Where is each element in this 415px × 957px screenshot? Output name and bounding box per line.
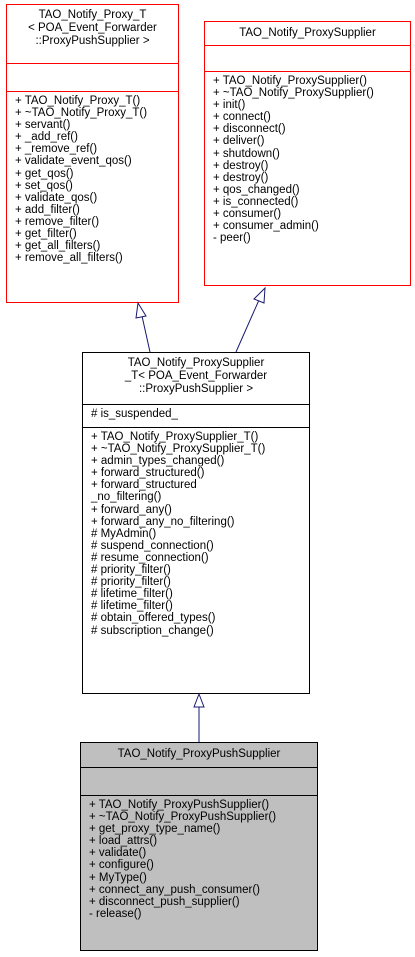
operations-section: + TAO_Notify_Proxy_T() + ~TAO_Notify_Pro…	[7, 91, 178, 302]
inheritance-edge-proxy-supplier	[235, 299, 260, 353]
title-line: TAO_Notify_ProxyPushSupplier	[117, 748, 281, 760]
operation: + load_attrs()	[89, 835, 158, 848]
operation: + admin_types_changed()	[91, 455, 225, 468]
operation: + connect_any_push_consumer()	[89, 883, 261, 896]
title-line: _T< POA_Event_Forwarder	[124, 370, 268, 382]
operation: + configure()	[89, 859, 154, 872]
operation: + disconnect()	[213, 123, 286, 136]
operation: + destroy()	[213, 171, 269, 184]
operation: + validate_event_qos()	[15, 155, 132, 168]
operation: # subscription_change()	[91, 624, 214, 637]
operation: + add_filter()	[15, 203, 80, 216]
inheritance-arrowhead	[253, 286, 266, 304]
class-title: TAO_Notify_Proxy_T < POA_Event_Forwarder…	[7, 5, 178, 64]
operation: + TAO_Notify_Proxy_T()	[15, 95, 141, 107]
title-line: TAO_Notify_Proxy_T	[38, 9, 147, 21]
class-title: TAO_Notify_ProxySupplier	[205, 22, 410, 46]
operations-section: + TAO_Notify_ProxySupplier_T() + ~TAO_No…	[83, 427, 309, 693]
title-line: TAO_Notify_ProxySupplier	[239, 27, 376, 39]
attributes-section	[7, 63, 178, 91]
operation: + deliver()	[213, 135, 265, 148]
operation: + qos_changed()	[213, 183, 300, 196]
operation: # obtain_offered_types()	[91, 612, 216, 625]
operation: + ~TAO_Notify_ProxyPushSupplier()	[89, 811, 277, 824]
operation: + MyType()	[89, 871, 147, 884]
operation: + remove_filter()	[15, 215, 100, 228]
operation: + consumer_admin()	[213, 220, 319, 233]
operation: - peer()	[213, 232, 251, 245]
operation: + set_qos()	[15, 179, 73, 192]
class-proxy-push-supplier[interactable]: TAO_Notify_ProxyPushSupplier + TAO_Notif…	[80, 742, 318, 951]
operation: + destroy()	[213, 159, 269, 172]
operations-section: + TAO_Notify_ProxyPushSupplier() + ~TAO_…	[81, 795, 317, 950]
operation: + ~TAO_Notify_Proxy_T()	[15, 107, 148, 120]
operation: + forward_any()	[91, 503, 172, 516]
class-proxy-supplier[interactable]: TAO_Notify_ProxySupplier + TAO_Notify_Pr…	[204, 21, 411, 286]
attributes-section	[81, 767, 317, 795]
attributes-section	[205, 45, 410, 71]
operation: + TAO_Notify_ProxySupplier()	[213, 75, 367, 87]
operation: # resume_connection()	[91, 551, 209, 564]
class-proxy-supplier-t[interactable]: TAO_Notify_ProxySupplier _T< POA_Event_F…	[82, 352, 310, 694]
operation: + ~TAO_Notify_ProxySupplier_T()	[91, 443, 266, 456]
operation: + validate()	[89, 847, 147, 860]
operation: # MyAdmin()	[91, 527, 157, 540]
title-line: ::ProxyPushSupplier >	[35, 35, 150, 47]
operation: + get_filter()	[15, 228, 77, 241]
operation: + consumer()	[213, 208, 282, 221]
operation: + TAO_Notify_ProxySupplier_T()	[91, 431, 259, 443]
operation: - release()	[89, 907, 142, 920]
operation: + init()	[213, 99, 246, 112]
operation: + shutdown()	[213, 147, 280, 160]
operation: # lifetime_filter()	[91, 600, 173, 613]
operation: + validate_qos()	[15, 191, 98, 204]
operation: + forward_any_no_filtering()	[91, 515, 235, 528]
operation: + is_connected()	[213, 195, 299, 208]
attribute: # is_suspended_	[91, 408, 178, 420]
title-line: TAO_Notify_ProxySupplier	[127, 357, 265, 369]
class-title: TAO_Notify_ProxySupplier _T< POA_Event_F…	[83, 353, 309, 405]
operation: + connect()	[213, 111, 271, 124]
operation: + get_proxy_type_name()	[89, 823, 221, 836]
operation: # suspend_connection()	[91, 539, 214, 552]
operation: + get_all_filters()	[15, 240, 101, 253]
operation: + disconnect_push_supplier()	[89, 895, 240, 908]
operation: + _add_ref()	[15, 131, 78, 144]
class-proxy-t[interactable]: TAO_Notify_Proxy_T < POA_Event_Forwarder…	[6, 4, 179, 303]
operations-section: + TAO_Notify_ProxySupplier() + ~TAO_Noti…	[205, 71, 410, 285]
title-line: < POA_Event_Forwarder	[28, 22, 157, 34]
operation: # lifetime_filter()	[91, 588, 173, 601]
operation: + _remove_ref()	[15, 143, 98, 156]
operation: + remove_all_filters()	[15, 252, 123, 265]
inheritance-edge-proxy-t	[141, 315, 151, 353]
operation: + TAO_Notify_ProxyPushSupplier()	[89, 799, 270, 811]
operation: + ~TAO_Notify_ProxySupplier()	[213, 87, 374, 100]
class-title: TAO_Notify_ProxyPushSupplier	[81, 743, 317, 767]
inheritance-arrowhead	[135, 301, 147, 319]
operation: # priority_filter()	[91, 564, 171, 577]
operation: _no_filtering()	[91, 491, 162, 504]
operation: # priority_filter()	[91, 576, 171, 589]
operation: + get_qos()	[15, 167, 74, 180]
inheritance-arrowhead	[193, 692, 205, 708]
operation: + servant()	[15, 119, 71, 132]
attributes-section: # is_suspended_	[83, 404, 309, 427]
title-line: ::ProxyPushSupplier >	[138, 383, 254, 395]
operation: + forward_structured	[91, 479, 197, 492]
operation: + forward_structured()	[91, 467, 205, 480]
